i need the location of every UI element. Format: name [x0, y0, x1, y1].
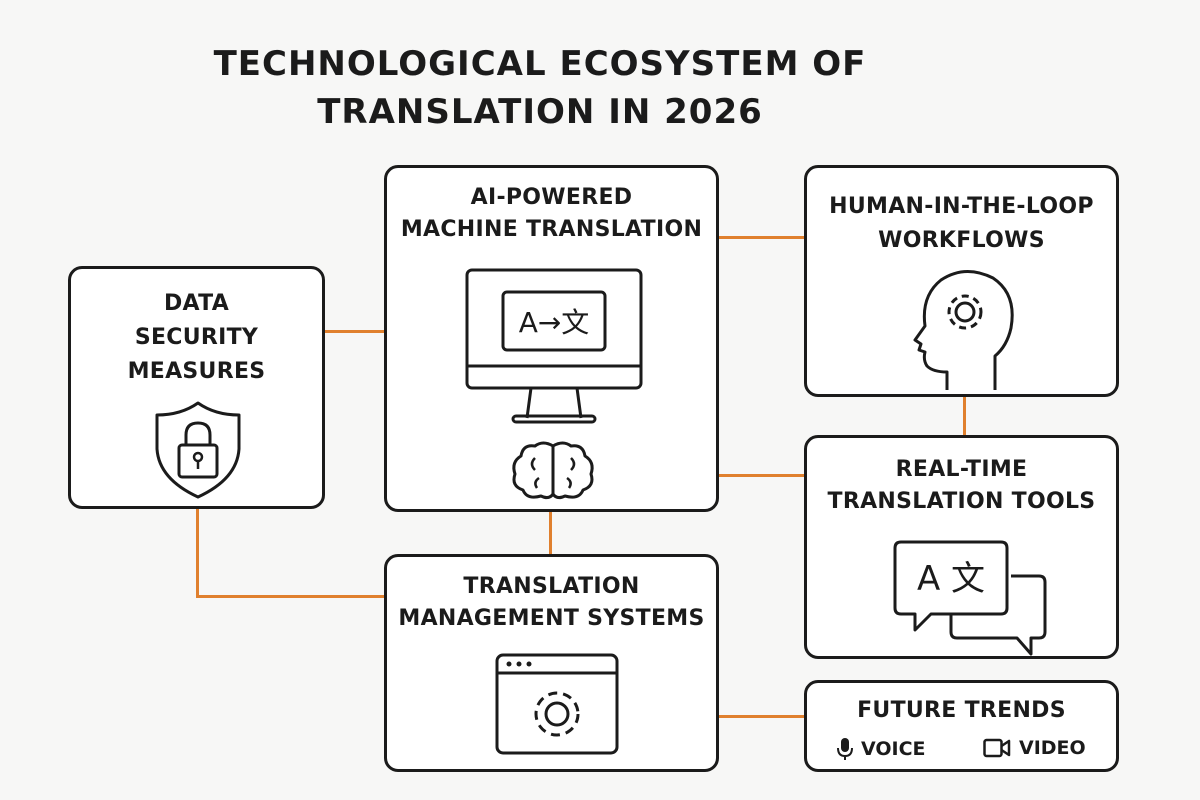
- svg-text:A→文: A→文: [519, 306, 590, 339]
- title-line-2: TRANSLATION IN 2026: [317, 92, 763, 132]
- label-line: MACHINE TRANSLATION: [400, 217, 703, 242]
- svg-text:A 文: A 文: [917, 559, 985, 599]
- future-item-video: VIDEO: [983, 737, 1086, 759]
- node-ai-machine-translation: AI-POWERED MACHINE TRANSLATION A→文: [384, 165, 719, 512]
- label-line: MEASURES: [127, 359, 266, 384]
- node-real-time-translation-tools: REAL-TIME TRANSLATION TOOLS A 文: [804, 435, 1119, 659]
- label-line: REAL-TIME: [895, 457, 1028, 482]
- future-item-voice: VOICE: [837, 737, 926, 761]
- title-line-1: TECHNOLOGICAL ECOSYSTEM OF: [213, 44, 867, 84]
- node-label: REAL-TIME TRANSLATION TOOLS: [807, 454, 1116, 518]
- connector-security-tms-v: [196, 506, 199, 598]
- connector-hitl-realtime: [963, 396, 966, 438]
- connector-tms-future: [716, 715, 806, 718]
- node-label: DATA SECURITY MEASURES: [71, 287, 322, 389]
- node-label: FUTURE TRENDS: [857, 698, 1066, 723]
- label-line: SECURITY: [134, 325, 259, 350]
- node-label: HUMAN-IN-THE-LOOP WORKFLOWS: [807, 190, 1116, 258]
- future-item-label: VOICE: [861, 738, 926, 760]
- connector-aimt-hitl: [716, 236, 806, 239]
- connector-security-tms-h: [196, 595, 386, 598]
- node-label: TRANSLATION MANAGEMENT SYSTEMS: [387, 571, 716, 635]
- video-camera-icon: [983, 738, 1011, 758]
- connector-security-aimt: [322, 330, 386, 333]
- browser-gear-icon: [495, 653, 619, 755]
- label-line: AI-POWERED: [470, 185, 633, 210]
- monitor-translate-icon: A→文: [465, 268, 643, 424]
- head-gear-icon: [913, 270, 1014, 390]
- diagram-title: TECHNOLOGICAL ECOSYSTEM OF TRANSLATION I…: [140, 40, 940, 136]
- shield-lock-icon: [155, 401, 241, 499]
- node-data-security: DATA SECURITY MEASURES: [68, 266, 325, 509]
- connector-aimt-realtime: [716, 474, 806, 477]
- label-line: TRANSLATION TOOLS: [827, 489, 1096, 514]
- microphone-icon: [837, 738, 853, 760]
- chat-bubbles-icon: A 文: [893, 540, 1047, 656]
- future-item-label: VIDEO: [1019, 737, 1086, 759]
- node-human-in-the-loop: HUMAN-IN-THE-LOOP WORKFLOWS: [804, 165, 1119, 397]
- node-label: AI-POWERED MACHINE TRANSLATION: [387, 182, 716, 246]
- label-line: TRANSLATION: [463, 574, 640, 599]
- label-line: HUMAN-IN-THE-LOOP: [829, 194, 1094, 219]
- label-line: DATA: [163, 291, 230, 316]
- connector-aimt-tms: [549, 510, 552, 556]
- brain-icon: [512, 441, 594, 500]
- label-line: MANAGEMENT SYSTEMS: [398, 606, 705, 631]
- node-translation-management-systems: TRANSLATION MANAGEMENT SYSTEMS: [384, 554, 719, 772]
- label-line: WORKFLOWS: [878, 228, 1045, 253]
- node-future-trends: FUTURE TRENDS VOICE VIDEO: [804, 680, 1119, 772]
